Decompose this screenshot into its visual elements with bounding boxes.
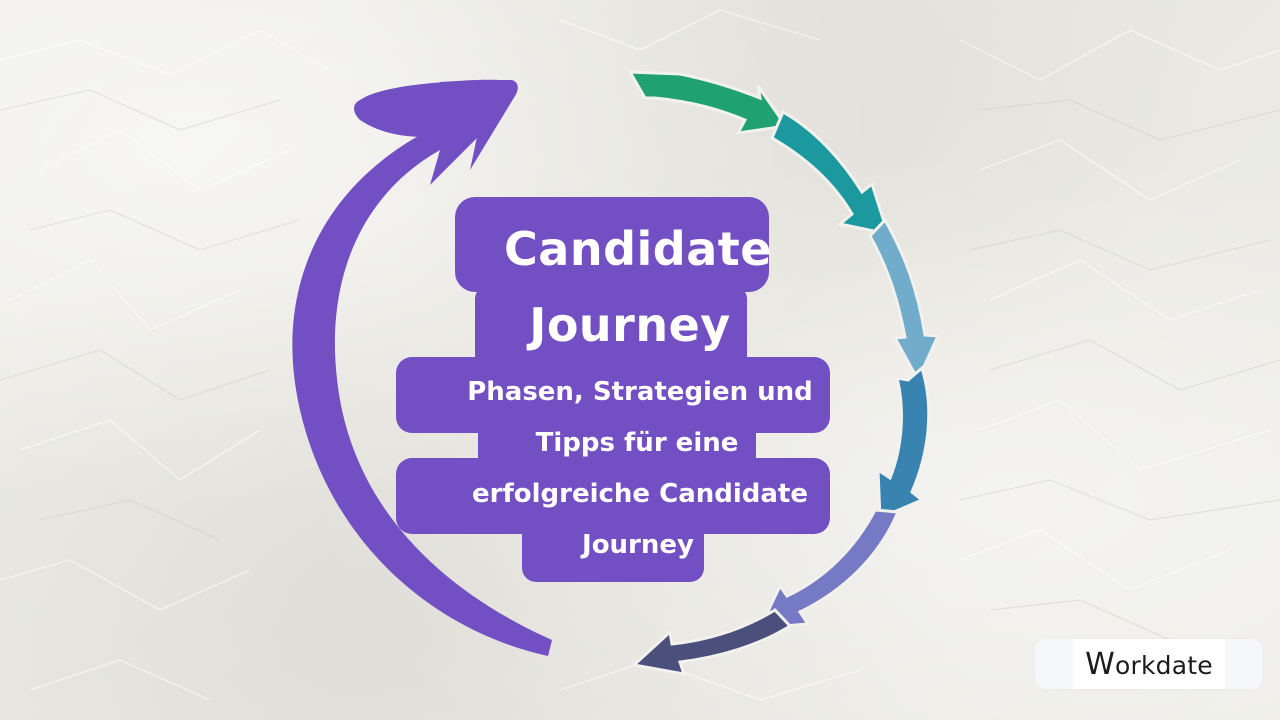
arrow-segment-2-icon: [770, 109, 891, 236]
subtitle-line-1: Phasen, Strategien und: [467, 377, 813, 407]
title-line-2: Journey: [529, 298, 731, 352]
title-line-1: Candidate: [504, 222, 772, 276]
logo-inner: Workdate: [1073, 639, 1225, 689]
cycle-arrow-segments: [627, 70, 941, 676]
logo-wordmark: Workdate: [1085, 647, 1213, 682]
subtitle-box-4: [522, 522, 704, 582]
subtitle-line-3: erfolgreiche Candidate: [471, 479, 808, 509]
arrow-segment-6-icon: [630, 608, 793, 676]
workdate-logo: Workdate: [1035, 639, 1263, 689]
title-box-journey: [475, 285, 747, 370]
subtitle-line-2: Tipps für eine: [535, 428, 739, 458]
arrow-segment-1-icon: [627, 70, 789, 135]
subtitle-line-4: Journey: [582, 530, 694, 560]
logo-rest: orkdate: [1115, 650, 1213, 680]
subtitle-box-3: [396, 458, 830, 534]
arrow-segment-4-icon: [876, 365, 931, 521]
big-return-arrow-icon: [292, 79, 552, 656]
logo-first-letter: W: [1085, 646, 1116, 682]
title-box-top: [455, 197, 769, 292]
